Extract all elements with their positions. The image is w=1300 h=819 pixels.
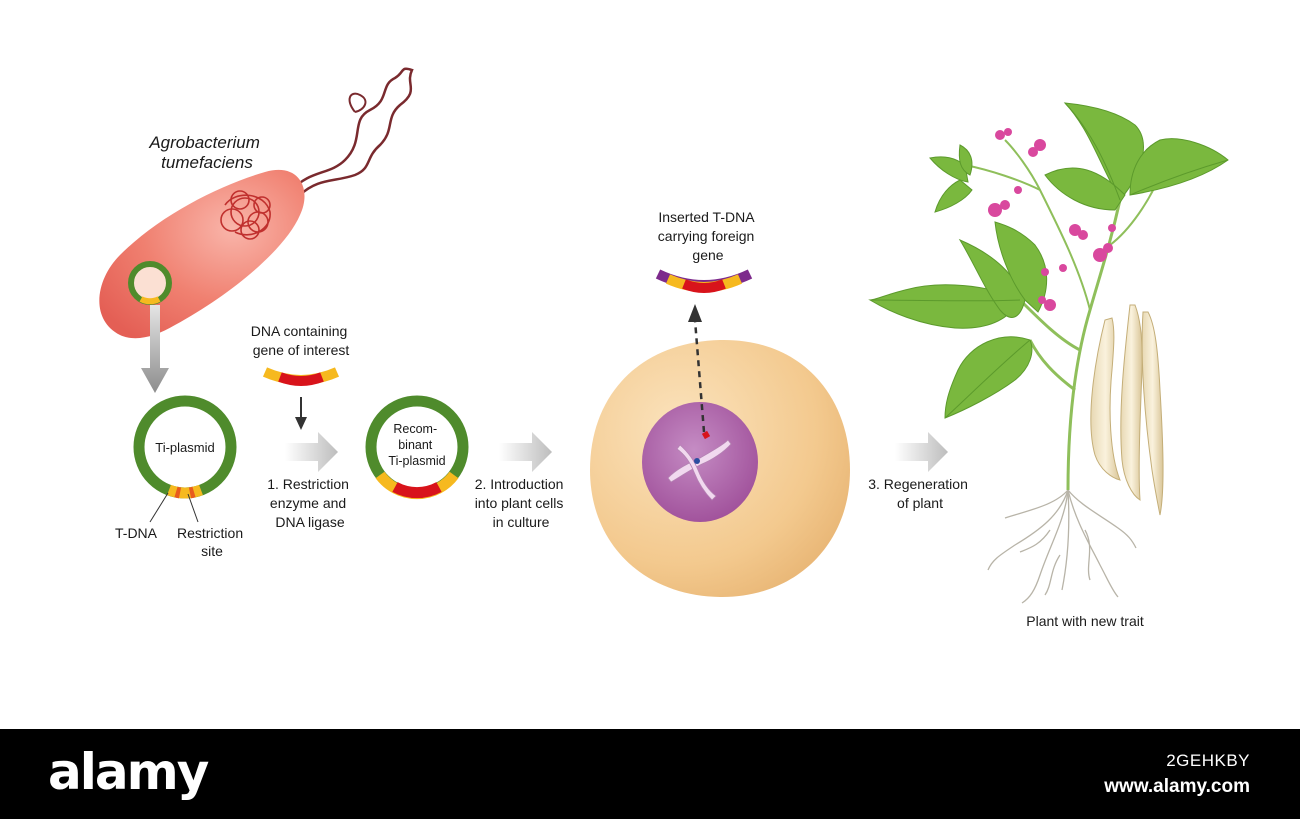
organism-label-line-1: Agrobacterium bbox=[148, 133, 260, 152]
extraction-arrow bbox=[141, 305, 169, 393]
restriction-site-line-2: site bbox=[201, 543, 223, 559]
bean-pods bbox=[1090, 304, 1164, 516]
leaves bbox=[868, 102, 1229, 419]
restriction-cut-2 bbox=[188, 486, 196, 499]
step-2-line-2: into plant cells bbox=[475, 495, 564, 511]
step-2-arrow bbox=[499, 432, 552, 472]
leaf-veins bbox=[869, 102, 1229, 419]
tdna-segment bbox=[167, 484, 203, 499]
step-3-label: 3. Regeneration of plant bbox=[868, 476, 972, 511]
bean-plant-illustration bbox=[868, 102, 1229, 604]
inserted-tdna-line-2: carrying foreign bbox=[658, 228, 755, 244]
dna-of-interest-label: DNA containing gene of interest bbox=[251, 323, 351, 358]
step-1-line-2: enzyme and bbox=[270, 495, 346, 511]
tdna-pointer bbox=[149, 492, 169, 523]
inserted-tdna-label: Inserted T-DNA carrying foreign gene bbox=[658, 209, 758, 263]
ti-plasmid-label: Ti-plasmid bbox=[155, 440, 214, 455]
bacterial-chromosome bbox=[220, 190, 271, 240]
step-1-label: 1. Restriction enzyme and DNA ligase bbox=[267, 476, 353, 530]
restriction-site-label: Restriction site bbox=[177, 525, 247, 559]
organism-label-line-2: tumefaciens bbox=[161, 153, 253, 172]
restriction-pointer bbox=[187, 493, 199, 523]
bacterial-ti-plasmid bbox=[128, 261, 172, 305]
step-1-line-3: DNA ligase bbox=[275, 514, 344, 530]
bacterium-body bbox=[99, 169, 305, 339]
restriction-site-line-1: Restriction bbox=[177, 525, 243, 541]
insertion-arrowhead bbox=[688, 304, 702, 322]
insert-down-arrow bbox=[295, 397, 307, 430]
insertion-dashed-arrow bbox=[693, 319, 706, 433]
step-2-label: 2. Introduction into plant cells in cult… bbox=[475, 476, 568, 530]
plant-label: Plant with new trait bbox=[1026, 613, 1144, 629]
step-3-arrow bbox=[895, 432, 948, 472]
flowers bbox=[988, 128, 1116, 311]
organism-label: Agrobacterium tumefaciens bbox=[148, 133, 264, 172]
watermark-footer: alamy 2GEHKBY www.alamy.com bbox=[0, 729, 1300, 819]
recombinant-line-3: Ti-plasmid bbox=[388, 454, 445, 468]
recombinant-line-2: binant bbox=[398, 438, 433, 452]
inserted-tdna-site bbox=[701, 430, 711, 440]
plant-cell bbox=[590, 339, 850, 598]
inserted-tdna-fragment bbox=[655, 269, 753, 293]
watermark-brand: alamy bbox=[48, 743, 209, 801]
watermark-image-id: 2GEHKBY bbox=[1166, 751, 1250, 770]
tdna-label: T-DNA bbox=[115, 525, 158, 541]
inserted-tdna-line-1: Inserted T-DNA bbox=[658, 209, 755, 225]
flagellum bbox=[291, 67, 414, 196]
roots bbox=[987, 489, 1137, 604]
recombinant-label: Recom- binant Ti-plasmid bbox=[388, 422, 445, 468]
agrobacterium-illustration bbox=[99, 67, 414, 339]
recombinant-ti-plasmid bbox=[365, 395, 469, 500]
flagellum-strand bbox=[348, 92, 367, 113]
ti-plasmid bbox=[133, 395, 237, 499]
tdna-transformation-diagram: Agrobacterium tumefaciens Ti-plasmid T-D… bbox=[99, 67, 1229, 629]
dna-of-interest-line-2: gene of interest bbox=[253, 342, 350, 358]
watermark-url: www.alamy.com bbox=[1104, 776, 1250, 797]
inserted-tdna-line-3: gene bbox=[692, 247, 723, 263]
chromosome-centromere bbox=[694, 458, 700, 464]
step-3-line-2: of plant bbox=[897, 495, 943, 511]
restriction-cut-1 bbox=[174, 486, 182, 499]
step-1-line-1: 1. Restriction bbox=[267, 476, 349, 492]
step-2-line-1: 2. Introduction bbox=[475, 476, 564, 492]
bacterial-plasmid-tdna bbox=[139, 296, 161, 305]
step-3-line-1: 3. Regeneration bbox=[868, 476, 968, 492]
dna-of-interest-line-1: DNA containing bbox=[251, 323, 348, 339]
step-1-arrow bbox=[285, 432, 338, 472]
recombinant-line-1: Recom- bbox=[393, 422, 437, 436]
gene-insert-fragment bbox=[262, 367, 340, 386]
step-2-line-3: in culture bbox=[493, 514, 550, 530]
